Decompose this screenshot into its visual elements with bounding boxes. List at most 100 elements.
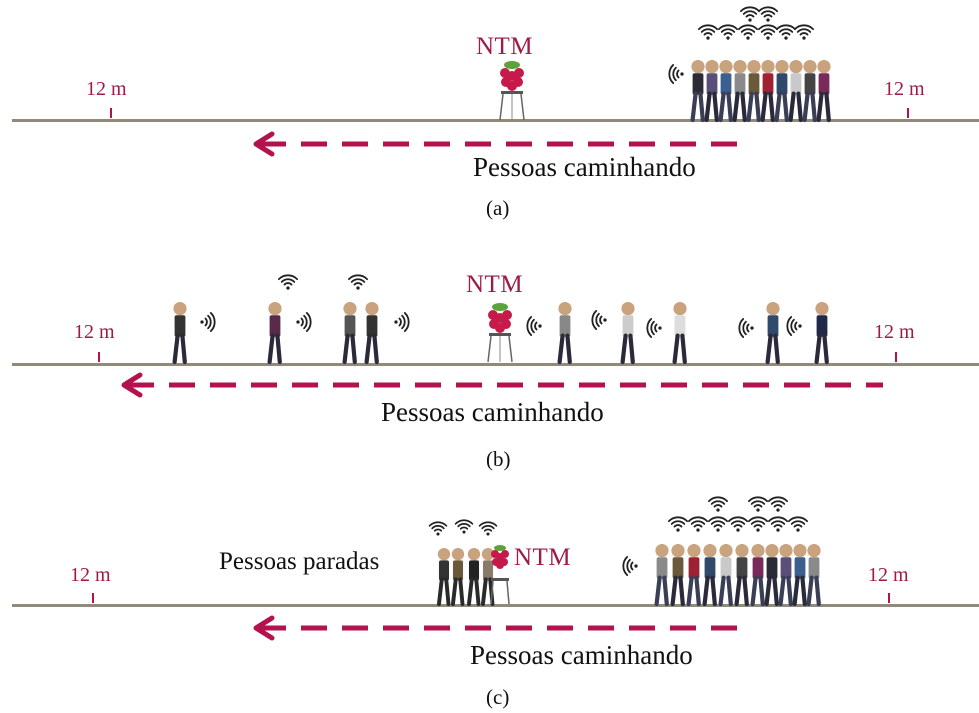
ntm-device	[499, 61, 525, 121]
wifi-signal-icon	[646, 318, 662, 338]
wifi-signal-icon	[794, 24, 814, 40]
distance-tick-left	[92, 593, 94, 603]
person-icon	[704, 60, 719, 123]
wifi-signal-icon	[478, 521, 498, 536]
wifi-signal-icon	[526, 316, 542, 336]
ntm-label: NTM	[476, 33, 534, 60]
wifi-signal-icon	[728, 516, 748, 532]
walking-caption: Pessoas caminhando	[473, 152, 696, 182]
person-icon	[686, 544, 701, 607]
ground-line	[12, 119, 979, 122]
standing-caption: Pessoas paradas	[219, 548, 380, 575]
wifi-signal-icon	[740, 6, 760, 22]
person-icon	[718, 544, 733, 607]
ntm-device	[487, 303, 513, 363]
person-icon	[778, 544, 793, 607]
arrow-left-icon	[121, 372, 883, 398]
person-icon	[437, 548, 451, 606]
person-icon	[814, 302, 829, 365]
distance-label-right: 12 m	[884, 78, 925, 100]
person-icon	[774, 60, 789, 123]
wifi-signal-icon	[394, 312, 410, 332]
wifi-signal-icon	[688, 516, 708, 532]
distance-tick-right	[895, 352, 897, 362]
raspberry-pi-icon	[500, 61, 524, 91]
person-icon	[765, 302, 780, 365]
distance-label-left: 12 m	[74, 321, 115, 343]
person-icon	[816, 60, 831, 123]
wifi-signal-icon	[738, 24, 758, 40]
distance-tick-left	[110, 108, 112, 118]
arrow-left-icon	[253, 615, 750, 641]
wifi-signal-icon	[748, 496, 768, 512]
distance-label-right: 12 m	[868, 564, 909, 586]
person-icon	[806, 544, 821, 607]
arrow-left-icon	[253, 131, 750, 157]
person-icon	[746, 60, 761, 123]
distance-tick-right	[907, 108, 909, 118]
wifi-signal-icon	[748, 516, 768, 532]
distance-label-right: 12 m	[874, 321, 915, 343]
crowd-walking	[668, 6, 831, 123]
individuals-walking	[172, 274, 829, 365]
wifi-signal-icon	[200, 312, 216, 332]
distance-tick-right	[888, 593, 890, 603]
panel-a: 12 m 12 m NTM Pessoas caminhando (a)	[0, 0, 979, 230]
wifi-signal-icon	[668, 64, 684, 84]
panel-b: 12 m 12 m NTM Pessoas caminhando (b)	[12, 271, 979, 471]
crowd-walking	[622, 496, 821, 607]
person-icon	[364, 302, 379, 365]
wifi-signal-icon	[698, 24, 718, 40]
person-icon	[702, 544, 717, 607]
wifi-signal-icon	[718, 24, 738, 40]
wifi-signal-icon	[278, 274, 298, 290]
wifi-signal-icon	[708, 516, 728, 532]
person-icon	[760, 60, 775, 123]
distance-tick-left	[98, 352, 100, 362]
person-icon	[734, 544, 749, 607]
person-icon	[670, 544, 685, 607]
person-icon	[620, 302, 635, 365]
distance-label-left: 12 m	[70, 564, 111, 586]
wifi-signal-icon	[708, 496, 728, 512]
wifi-signal-icon	[348, 274, 368, 290]
wifi-signal-icon	[296, 312, 312, 332]
wifi-signal-icon	[758, 24, 778, 40]
person-icon	[672, 302, 687, 365]
person-icon	[788, 60, 803, 123]
person-icon	[690, 60, 705, 123]
wifi-signal-icon	[668, 516, 688, 532]
person-icon	[802, 60, 817, 123]
person-icon	[654, 544, 669, 607]
wifi-signal-icon	[768, 516, 788, 532]
ntm-device	[490, 545, 510, 605]
ntm-label: NTM	[514, 544, 572, 571]
walking-caption: Pessoas caminhando	[470, 640, 693, 670]
wifi-signal-icon	[776, 24, 796, 40]
wifi-signal-icon	[758, 6, 778, 22]
wifi-signal-icon	[428, 521, 448, 536]
person-icon	[750, 544, 765, 607]
person-icon	[764, 544, 779, 607]
ground-line	[12, 363, 979, 366]
wifi-signal-icon	[788, 516, 808, 532]
wifi-signal-icon	[454, 519, 474, 534]
wifi-signal-icon	[622, 556, 638, 576]
ntm-label: NTM	[466, 271, 524, 298]
panel-tag: (b)	[486, 447, 511, 471]
panel-tag: (a)	[486, 196, 510, 220]
wifi-signal-icon	[768, 496, 788, 512]
person-icon	[466, 548, 481, 606]
person-icon	[718, 60, 733, 123]
panel-tag: (c)	[486, 685, 510, 709]
person-icon	[557, 302, 572, 365]
ground-line	[12, 604, 979, 607]
person-icon	[267, 302, 282, 365]
person-icon	[792, 544, 807, 607]
raspberry-pi-icon	[491, 545, 509, 569]
wifi-signal-icon	[786, 316, 802, 336]
raspberry-pi-icon	[488, 303, 512, 333]
distance-label-left: 12 m	[86, 78, 127, 100]
wifi-signal-icon	[738, 318, 754, 338]
